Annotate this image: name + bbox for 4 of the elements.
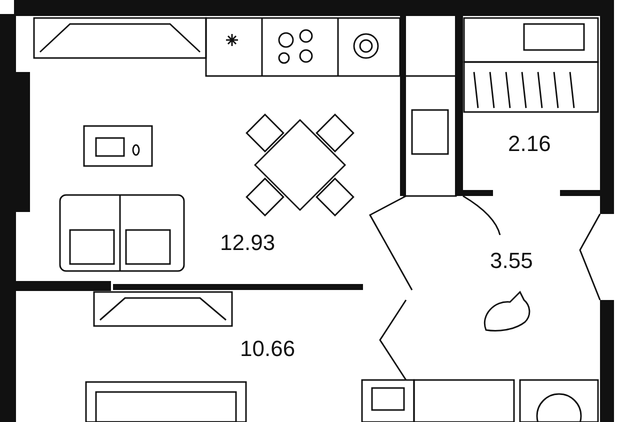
- room-area-label: 12.93: [220, 232, 276, 254]
- room-area-label: 2.16: [508, 133, 551, 155]
- room-area-label: 10.66: [240, 338, 296, 360]
- room-area-label: 3.55: [490, 250, 533, 272]
